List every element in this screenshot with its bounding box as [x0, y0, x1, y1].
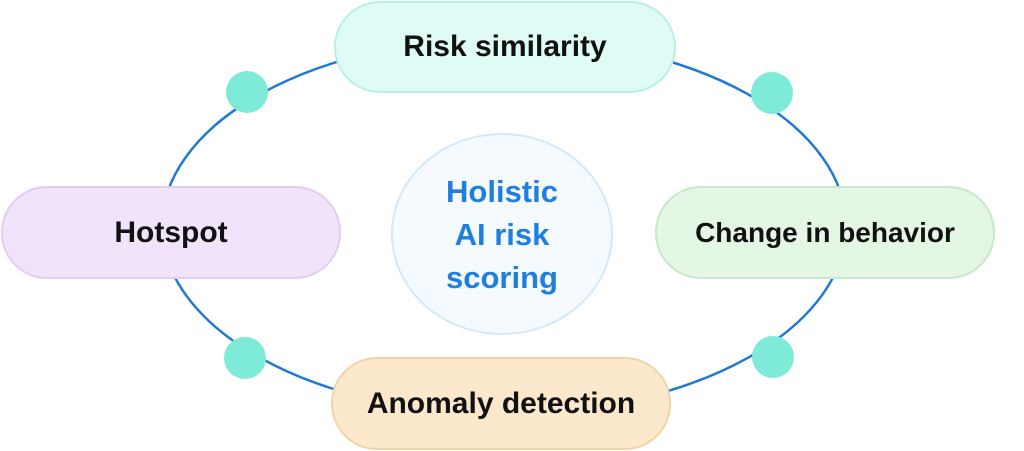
node-hotspot-label: Hotspot [114, 215, 228, 249]
center-label-line-3: scoring [446, 259, 558, 295]
node-anomaly-detection-label: Anomaly detection [366, 386, 636, 420]
center-label-line-2: AI risk [454, 216, 550, 252]
node-change-in-behavior: Change in behavior [655, 186, 995, 279]
node-change-in-behavior-label: Change in behavior [695, 216, 955, 248]
connector-dot-top-right [751, 72, 793, 114]
node-hotspot: Hotspot [1, 186, 341, 279]
center-label-line-1: Holistic [446, 173, 558, 209]
connector-dot-bottom-right [752, 336, 794, 378]
connector-dot-top-left [226, 71, 268, 113]
center-holistic-ai-risk-scoring: Holistic AI risk scoring [391, 133, 613, 335]
node-risk-similarity: Risk similarity [334, 1, 676, 93]
node-risk-similarity-label: Risk similarity [403, 30, 607, 63]
connector-dot-bottom-left [224, 337, 266, 379]
node-anomaly-detection: Anomaly detection [331, 357, 671, 450]
